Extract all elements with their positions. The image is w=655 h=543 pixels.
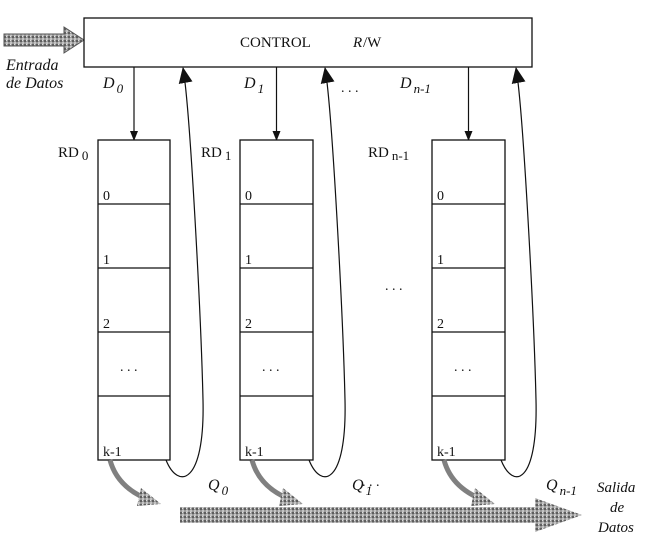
register-cell-label: 1 [245, 253, 252, 268]
register-cell-label: . . . [454, 360, 472, 375]
register-cell-label: 1 [437, 253, 444, 268]
data-input-label-sub: n-1 [414, 81, 431, 96]
register-cell-label: k-1 [437, 445, 456, 460]
output-label-line3: Datos [597, 520, 634, 536]
register-label-sub: n-1 [392, 148, 409, 163]
input-data-arrow [3, 26, 85, 54]
output-data-arrow [180, 498, 582, 532]
output-label-line2: de [610, 500, 625, 516]
output-shift-arrowhead [279, 488, 303, 506]
feedback-arrow [165, 67, 204, 478]
feedback-arrow [308, 67, 346, 478]
control-label: CONTROL [240, 35, 311, 51]
output-q-label-sub: 0 [222, 483, 229, 498]
data-input-label-sub: 0 [117, 81, 124, 96]
output-label-line1: Salida [597, 480, 635, 496]
output-shift-arrowhead [471, 488, 495, 506]
register-cell-label: 1 [103, 253, 110, 268]
control-block: CONTROL R /W [83, 17, 533, 68]
register-cell-label: k-1 [245, 445, 264, 460]
output-q-label-sub: n-1 [560, 483, 577, 498]
output-shift-arrowhead [137, 488, 161, 506]
data-input-label-sub: 1 [258, 81, 265, 96]
ellipsis-bottom: . . . [362, 475, 380, 490]
register-label-sub: 1 [225, 148, 232, 163]
output-q-label-sub: 1 [366, 483, 373, 498]
ellipsis-top: . . . [341, 81, 359, 96]
rw-label-w: /W [363, 35, 382, 51]
register-cell-label: . . . [120, 360, 138, 375]
register-cell-label: 0 [245, 189, 252, 204]
register-cell-label: . . . [262, 360, 280, 375]
input-label-line1: Entrada [5, 57, 58, 74]
ellipsis-middle: . . . [385, 279, 403, 294]
register-box [431, 139, 506, 461]
register-cell-label: 0 [103, 189, 110, 204]
register-cell-label: 0 [437, 189, 444, 204]
register-cell-label: 2 [437, 317, 444, 332]
register-cell-label: 2 [103, 317, 110, 332]
register-label-sub: 0 [82, 148, 89, 163]
register-cell-label: 2 [245, 317, 252, 332]
register-box [239, 139, 314, 461]
register-cell-label: k-1 [103, 445, 122, 460]
feedback-arrow [500, 67, 537, 478]
register-box [97, 139, 171, 461]
input-label-line2: de Datos [6, 75, 63, 92]
rw-label-r: R [352, 35, 362, 51]
